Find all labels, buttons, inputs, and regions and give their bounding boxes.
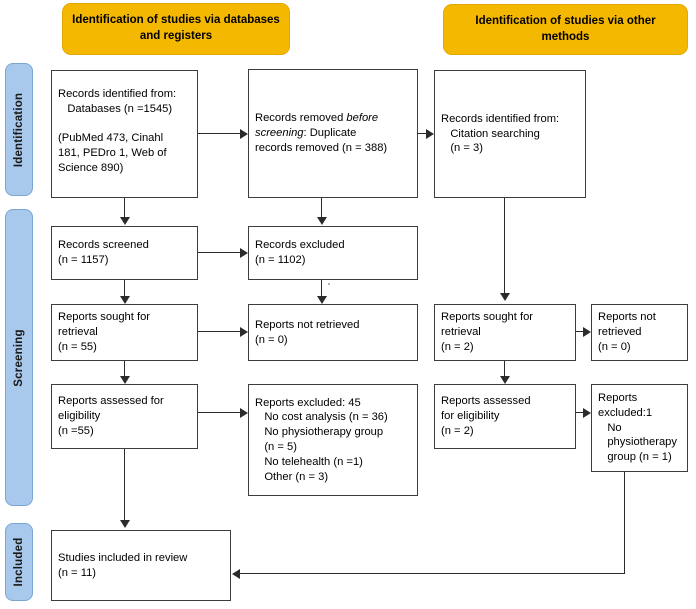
box-records-excluded: Records excluded (n = 1102)	[248, 226, 418, 280]
box-reports-assessed-for-eligibility-other: Reports assessed for eligibility (n = 2)	[434, 384, 576, 449]
box-reports-excluded-other: Reports excluded:1 No physiotherapy grou…	[591, 384, 688, 472]
box-records-identified-databases: Records identified from: Databases (n =1…	[51, 70, 198, 198]
connector-citation-down	[504, 198, 505, 293]
connector-assessed-to-included	[124, 449, 125, 521]
arrow-identified-to-screened	[120, 217, 130, 225]
arrow-removed-down	[317, 217, 327, 225]
arrow-identified-to-removed	[240, 129, 248, 139]
connector-other-branch-left	[240, 573, 625, 574]
arrow-assessed-to-included	[120, 520, 130, 528]
stage-rail-screening: Screening	[5, 209, 33, 506]
arrow-sought-other-to-assessed-other	[500, 376, 510, 384]
box-reports-not-retrieved-other: Reports not retrieved (n = 0)	[591, 304, 688, 361]
connector-removed-to-citation	[418, 133, 426, 134]
arrow-assessed-to-excluded	[240, 408, 248, 418]
box-studies-included-in-review: Studies included in review (n = 11)	[51, 530, 231, 601]
connector-assessed-other-to-excluded-other	[576, 412, 583, 413]
connector-screened-to-excluded	[198, 252, 240, 253]
box-records-removed-before-screening: Records removed before screening: Duplic…	[248, 69, 418, 198]
arrow-citation-to-reports-sought-other	[500, 293, 510, 301]
arrow-screened-to-sought	[120, 296, 130, 304]
arrow-screened-to-excluded	[240, 248, 248, 258]
stage-rail-screening-label: Screening	[13, 328, 25, 387]
box-reports-sought-for-retrieval-other: Reports sought for retrieval (n = 2)	[434, 304, 576, 361]
arrow-other-branch-to-included	[232, 569, 240, 579]
box-reports-assessed-for-eligibility: Reports assessed for eligibility (n =55)	[51, 384, 198, 449]
artifact-speck	[328, 283, 330, 285]
box-records-identified-other-methods: Records identified from: Citation search…	[434, 70, 586, 198]
arrow-sought-to-not-retrieved	[240, 327, 248, 337]
connector-screened-to-sought	[124, 280, 125, 296]
connector-other-branch-down	[624, 472, 625, 573]
connector-sought-to-assessed	[124, 361, 125, 376]
stage-rail-included-label: Included	[13, 537, 25, 587]
arrow-excluded-to-not-retrieved	[317, 296, 327, 304]
connector-identified-to-removed	[198, 133, 240, 134]
box-reports-sought-for-retrieval: Reports sought for retrieval (n = 55)	[51, 304, 198, 361]
stage-rail-included: Included	[5, 523, 33, 601]
arrow-removed-to-citation	[426, 129, 434, 139]
connector-sought-other-to-not-retrieved-other	[576, 331, 583, 332]
connector-sought-other-to-assessed-other	[504, 361, 505, 376]
stage-rail-identification: Identification	[5, 63, 33, 196]
arrow-sought-to-assessed	[120, 376, 130, 384]
box-reports-excluded: Reports excluded: 45 No cost analysis (n…	[248, 384, 418, 496]
connector-removed-down	[321, 198, 322, 218]
arrow-sought-other-to-not-retrieved-other	[583, 327, 591, 337]
banner-other-methods: Identification of studies via other meth…	[443, 4, 688, 55]
arrow-assessed-other-to-excluded-other	[583, 408, 591, 418]
records-removed-text: Records removed before screening: Duplic…	[255, 112, 388, 154]
connector-sought-to-not-retrieved	[198, 331, 240, 332]
banner-databases-and-registers: Identification of studies via databases …	[62, 3, 290, 55]
connector-identified-to-screened	[124, 198, 125, 218]
box-reports-not-retrieved: Reports not retrieved (n = 0)	[248, 304, 418, 361]
box-records-screened: Records screened (n = 1157)	[51, 226, 198, 280]
stage-rail-identification-label: Identification	[13, 92, 25, 167]
connector-assessed-to-excluded	[198, 412, 240, 413]
connector-excluded-to-not-retrieved	[321, 280, 322, 296]
